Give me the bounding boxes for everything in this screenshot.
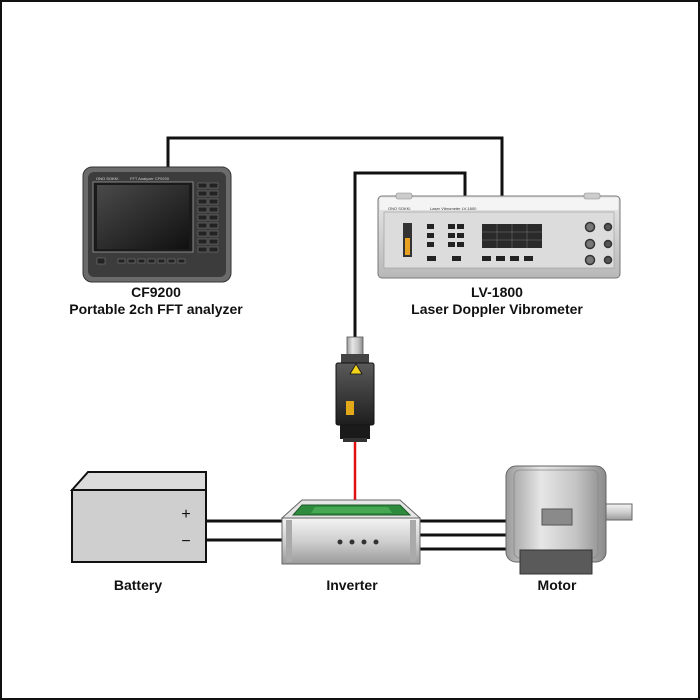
laser-sensor-head xyxy=(335,336,375,442)
vibrometer-panel-caption: Laser Vibrometer LV-1800 xyxy=(430,206,477,211)
vibrometer-description: Laser Doppler Vibrometer xyxy=(411,301,583,317)
vibrometer-connectors xyxy=(584,221,613,266)
analyzer-description: Portable 2ch FFT analyzer xyxy=(69,301,243,317)
laser-warning-icon xyxy=(349,363,363,375)
power-cables xyxy=(206,519,512,551)
vibrometer-brand-badge: ONO SOKKI xyxy=(388,206,410,211)
vibrometer-caption: LV-1800 Laser Doppler Vibrometer xyxy=(397,284,597,318)
battery-minus-terminal: − xyxy=(181,533,190,550)
analyzer-bottom-keys xyxy=(96,257,186,265)
analyzer-screen-caption: FFT Analyzer CF9200 xyxy=(130,176,170,181)
cable-analyzer-to-vibrometer xyxy=(166,136,504,198)
inverter-label: Inverter xyxy=(326,577,378,593)
motor-label: Motor xyxy=(537,577,577,593)
fft-analyzer-device: ONO SOKKI FFT Analyzer CF9200 xyxy=(82,166,232,283)
analyzer-caption: CF9200 Portable 2ch FFT analyzer xyxy=(56,284,256,318)
analyzer-model: CF9200 xyxy=(131,284,181,300)
battery-plus-terminal: + xyxy=(181,506,190,523)
analyzer-brand-badge: ONO SOKKI xyxy=(96,176,118,181)
analyzer-screen xyxy=(97,185,189,249)
vibrometer-model: LV-1800 xyxy=(471,284,523,300)
motor-nameplate xyxy=(541,508,573,526)
inverter-indicator-lights xyxy=(337,539,379,545)
vibrometer-device: ONO SOKKI Laser Vibrometer LV-1800 xyxy=(377,192,621,279)
battery-label: Battery xyxy=(113,577,163,593)
cable-vibrometer-to-sensor-head xyxy=(353,171,467,338)
vibrometer-key-grid-lines xyxy=(482,224,542,248)
inverter-device xyxy=(280,499,422,565)
analyzer-keypad xyxy=(197,182,219,253)
motor-device xyxy=(505,465,633,575)
signal-cables xyxy=(166,136,504,338)
battery-device: + − xyxy=(69,471,207,563)
